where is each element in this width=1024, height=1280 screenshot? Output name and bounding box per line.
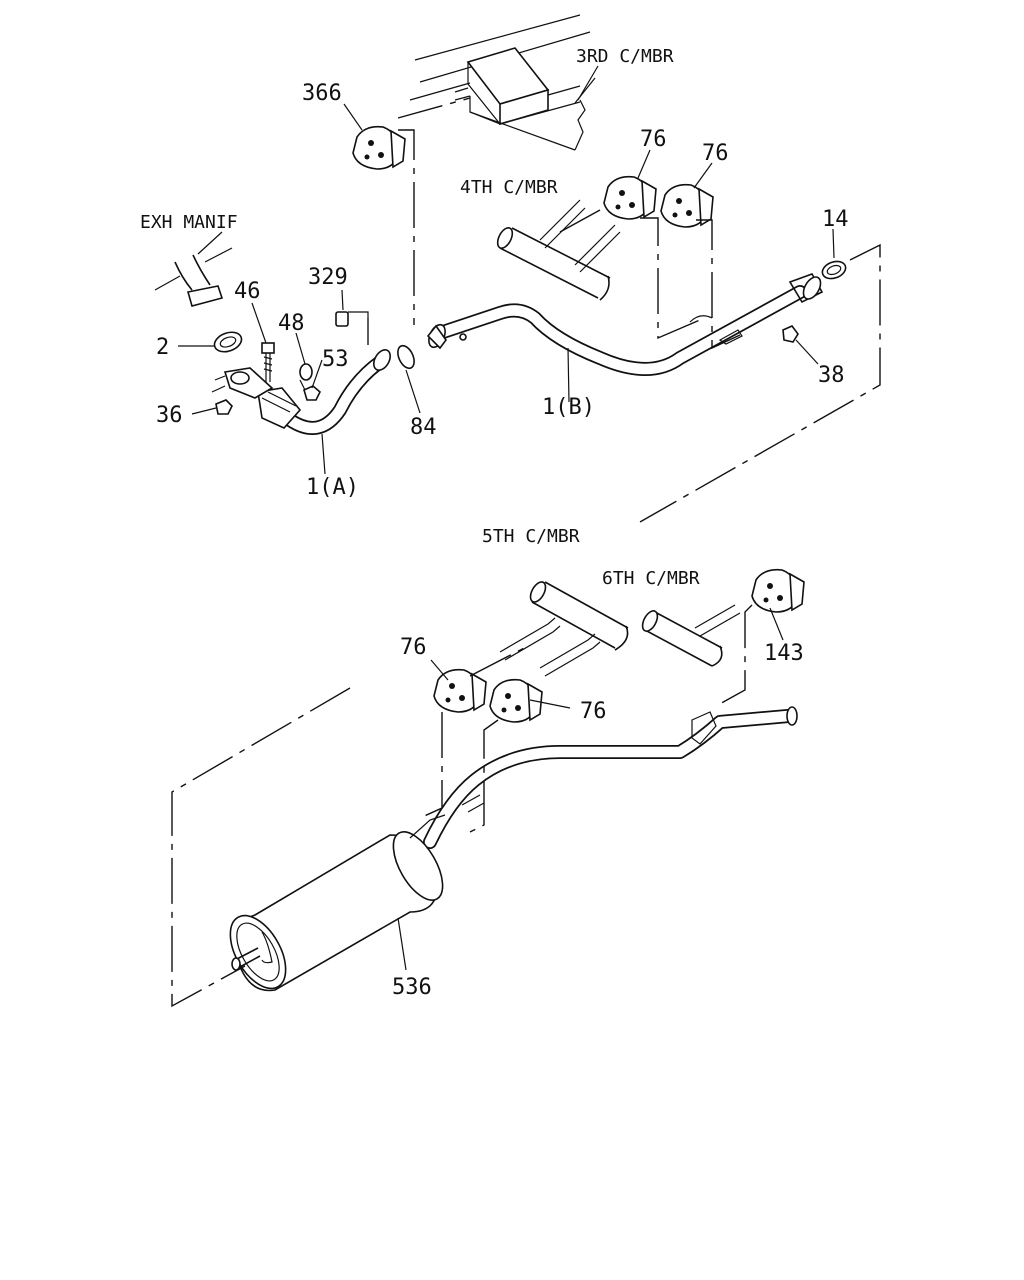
label-3rd-cmbr: 3RD C/MBR xyxy=(576,46,674,67)
part-number-143: 143 xyxy=(764,641,804,666)
part-number-76-d: 76 xyxy=(580,699,607,724)
dashline-76-to-1b xyxy=(640,217,701,340)
intermediate-pipe-1b xyxy=(426,273,824,376)
hanger-366 xyxy=(352,125,406,170)
gasket-2 xyxy=(213,331,243,353)
nut-53 xyxy=(303,385,321,401)
muffler-536 xyxy=(229,814,446,992)
part-number-366: 366 xyxy=(302,81,342,106)
tail-pipe xyxy=(423,706,798,849)
part-number-1b: 1(B) xyxy=(542,395,595,420)
part-number-14: 14 xyxy=(822,207,849,232)
part-number-36: 36 xyxy=(156,403,183,428)
hanger-76-b xyxy=(660,183,714,228)
dashline-1b-to-tail xyxy=(639,243,881,523)
part-number-2: 2 xyxy=(156,335,169,360)
label-6th-cmbr: 6TH C/MBR xyxy=(602,568,700,589)
part-number-53: 53 xyxy=(322,347,349,372)
bolt-48 xyxy=(299,363,313,397)
sixth-cross-member xyxy=(641,604,741,667)
leader-lines xyxy=(178,65,835,971)
nut-38 xyxy=(782,325,799,343)
hanger-143 xyxy=(751,568,805,613)
gasket-14 xyxy=(821,260,847,280)
fifth-cross-member xyxy=(499,581,629,677)
part-number-1a: 1(A) xyxy=(306,475,359,500)
part-number-84: 84 xyxy=(410,415,437,440)
exhaust-manifold xyxy=(154,247,233,307)
nut-36 xyxy=(215,399,233,415)
part-number-38: 38 xyxy=(818,363,845,388)
hanger-76-d xyxy=(489,678,543,723)
dashline-tail-to-muffler xyxy=(171,687,351,1008)
dashline-76-to-tail xyxy=(419,712,443,819)
label-4th-cmbr: 4TH C/MBR xyxy=(460,177,558,198)
part-number-76-a: 76 xyxy=(640,127,667,152)
hanger-76-c xyxy=(433,668,487,713)
part-number-48: 48 xyxy=(278,311,305,336)
bolt-46 xyxy=(261,342,275,382)
part-number-46: 46 xyxy=(234,279,261,304)
gasket-84 xyxy=(397,344,415,370)
third-cross-member xyxy=(409,14,596,151)
front-pipe-1a xyxy=(211,349,391,435)
fourth-cross-member xyxy=(496,199,621,301)
part-number-329: 329 xyxy=(308,265,348,290)
hanger-76-a xyxy=(603,175,657,220)
dashline-366-to-1b xyxy=(398,129,415,325)
part-number-76-c: 76 xyxy=(400,635,427,660)
part-number-536: 536 xyxy=(392,975,432,1000)
label-exh-manif: EXH MANIF xyxy=(140,212,238,233)
label-5th-cmbr: 5TH C/MBR xyxy=(482,526,580,547)
part-number-76-b: 76 xyxy=(702,141,729,166)
dashline-143-to-tail xyxy=(715,604,753,707)
bolt-329 xyxy=(335,311,369,345)
